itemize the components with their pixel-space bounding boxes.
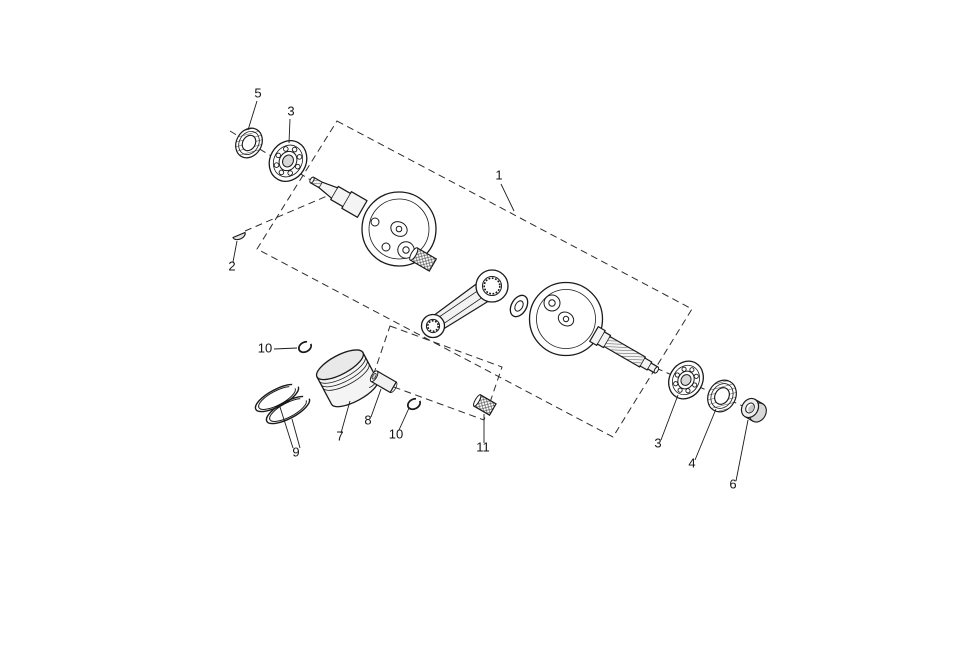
crank-pin: [409, 247, 438, 272]
piston-crown: [315, 349, 364, 381]
callout-7: 7: [336, 429, 343, 444]
web-hole: [381, 242, 391, 252]
woodruff-key: [232, 231, 246, 241]
callout-8: 8: [364, 413, 371, 428]
callout-6: 6: [729, 477, 736, 492]
ring-groove: [320, 359, 368, 388]
shaft-spline: [604, 336, 645, 367]
bearing-bore: [282, 154, 294, 168]
callout-4: 4: [688, 456, 695, 471]
seal-bore: [241, 134, 257, 152]
piston-pin-clip-left: [297, 340, 313, 354]
callout-5: 5: [254, 86, 261, 101]
ball-bearing-right: [668, 360, 704, 400]
crankshaft-right-web: [528, 281, 604, 357]
crankshaft-right-shaft: [589, 326, 660, 374]
web-hole: [370, 217, 380, 227]
callout-9: 9: [292, 445, 299, 460]
small-end-bearing: [473, 394, 497, 416]
thrust-washer: [509, 294, 529, 318]
ring-groove: [318, 356, 366, 384]
crankshaft-left-shaft: [309, 176, 368, 218]
bearing-bore: [680, 374, 692, 386]
seal-bore: [714, 387, 730, 405]
piston: [315, 349, 379, 408]
ball-bearing-left: [268, 140, 308, 182]
callout-11: 11: [476, 440, 490, 455]
crankshaft-assembly-boundary: [256, 120, 693, 438]
axis-dash-key: [244, 195, 328, 232]
ring-groove: [322, 363, 370, 391]
callout-3-left: 3: [287, 104, 294, 119]
connecting-rod: [420, 269, 509, 339]
oil-seal-right: [707, 379, 737, 413]
callout-10-left: 10: [258, 341, 272, 356]
callout-3-right: 3: [654, 436, 661, 451]
callout-leader-lines: [232, 100, 749, 482]
pin-bore: [371, 373, 377, 380]
callout-numbers: 1 2 3 3 4 5 6 7 8 9 10 10 11: [228, 86, 736, 492]
spacer-collar: [740, 397, 767, 423]
oil-seal-left: [235, 127, 263, 159]
piston-pin: [369, 370, 398, 394]
callout-2: 2: [228, 259, 235, 274]
callout-10-right: 10: [389, 427, 403, 442]
callout-1: 1: [495, 168, 502, 183]
